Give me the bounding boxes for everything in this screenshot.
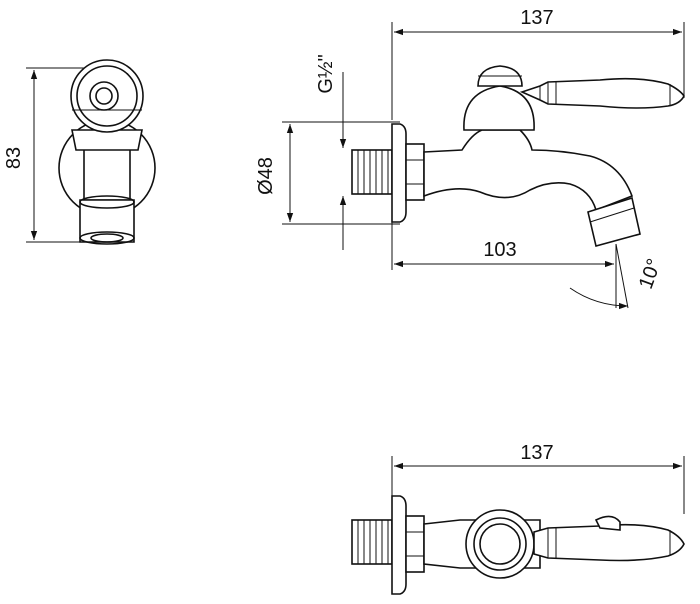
top-nozzle <box>594 515 621 531</box>
thread-stub <box>351 149 393 195</box>
side-spout <box>423 129 634 212</box>
top-view: 137 <box>351 442 685 595</box>
side-hex-nut <box>405 143 425 201</box>
front-nozzle <box>79 199 135 243</box>
top-thread-stub <box>351 519 393 565</box>
top-length-label: 137 <box>520 442 553 464</box>
top-flange <box>391 495 407 595</box>
side-length-label: 137 <box>520 7 553 29</box>
top-handle-ring <box>465 509 535 579</box>
front-handle-cap <box>70 59 144 133</box>
diameter-label: Ø48 <box>255 157 277 195</box>
side-view: 137 G½" Ø48 <box>255 7 685 310</box>
top-lever <box>533 523 685 562</box>
angle-arc <box>569 287 629 310</box>
angle-label: 10° <box>635 256 666 292</box>
reach-label: 103 <box>483 239 516 261</box>
thread-label: G½" <box>315 54 337 93</box>
front-body <box>71 129 143 151</box>
front-view: 83 <box>3 59 156 245</box>
side-flange <box>391 123 407 223</box>
height-dimension-label: 83 <box>3 147 25 169</box>
top-hex-nut <box>405 515 425 573</box>
side-lever <box>519 77 685 109</box>
